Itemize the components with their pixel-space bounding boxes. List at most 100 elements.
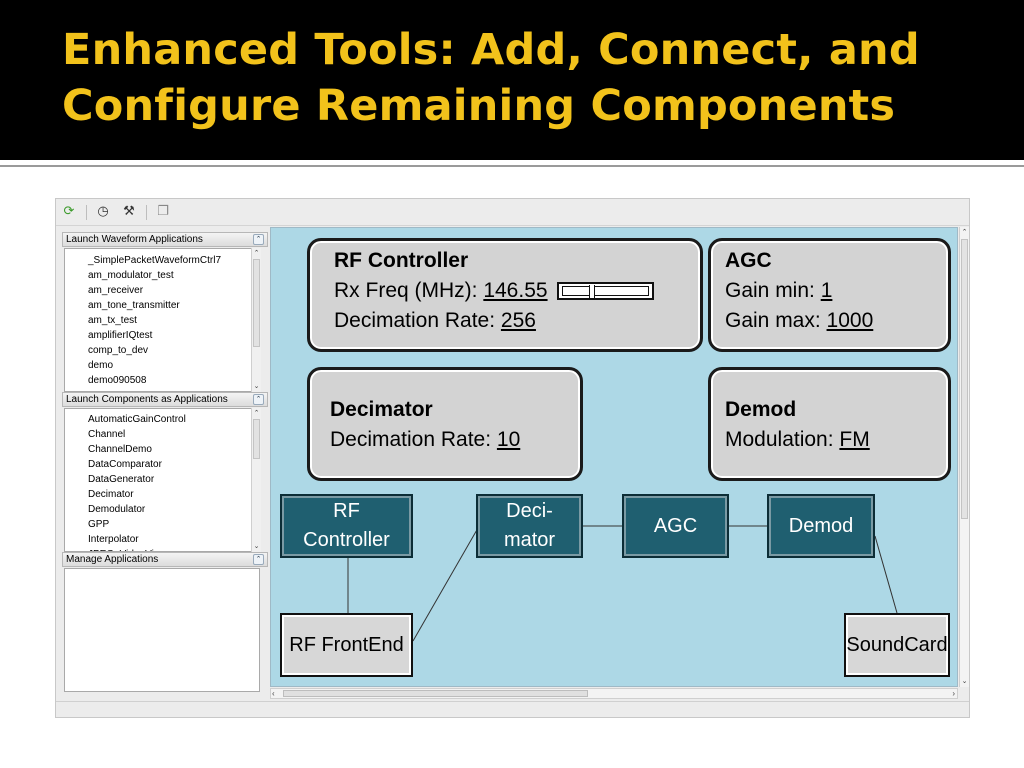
section-header-label: Launch Waveform Applications	[66, 234, 203, 245]
connection-wires	[347, 525, 898, 642]
device-label-line: RF Front	[289, 633, 369, 656]
gain-max-row: Gain max: 1000	[725, 306, 934, 336]
scroll-up-icon[interactable]: ⌃	[253, 250, 260, 257]
component-label-line: mator	[503, 529, 556, 551]
list-item[interactable]: Channel	[88, 429, 126, 440]
decimator-properties[interactable]: Decimator Decimation Rate: 10	[307, 367, 583, 481]
property-title: Demod	[725, 398, 797, 421]
waveform-tool-window: ⟳ ◷ ⚒ ❐ Launch Waveform Applications ⌃ _…	[55, 198, 970, 718]
component-label-line: Demod	[788, 514, 854, 537]
agc-component[interactable]: AGC	[622, 494, 729, 558]
list-item[interactable]: ChannelDemo	[88, 444, 152, 455]
list-item[interactable]: DataGenerator	[88, 474, 155, 485]
agc-properties[interactable]: AGC Gain min: 1 Gain max: 1000	[708, 238, 951, 352]
decimation-rate-row: Decimation Rate: 256	[334, 306, 686, 336]
slide-title-line-2: Configure Remaining Components	[62, 81, 896, 131]
decimator-component[interactable]: Deci-mator	[476, 494, 583, 558]
section-header-label: Launch Components as Applications	[66, 394, 228, 405]
decimation-rate-label: Decimation Rate:	[330, 428, 497, 451]
section-header-waveforms[interactable]: Launch Waveform Applications ⌃	[62, 232, 268, 247]
waveform-canvas[interactable]: RF Controller Rx Freq (MHz): 146.55 Deci…	[270, 227, 958, 687]
decimation-rate-row: Decimation Rate: 10	[330, 425, 566, 455]
list-item[interactable]: demo	[88, 360, 114, 371]
section-header-label: Manage Applications	[66, 554, 159, 565]
waveform-list-scrollbar[interactable]: ⌃ ⌄	[251, 248, 261, 392]
property-title: AGC	[725, 249, 772, 272]
section-header-manage[interactable]: Manage Applications ⌃	[62, 552, 268, 567]
device-label-line: End	[368, 633, 404, 656]
rf-controller-properties[interactable]: RF Controller Rx Freq (MHz): 146.55 Deci…	[307, 238, 703, 352]
managed-applications-list[interactable]	[64, 568, 260, 692]
scroll-down-icon[interactable]: ⌄	[961, 678, 968, 685]
component-label-line: RF	[333, 500, 360, 522]
collapse-icon[interactable]: ⌃	[253, 554, 264, 565]
list-item[interactable]: comp_to_dev	[88, 345, 149, 356]
canvas-horizontal-scrollbar[interactable]: ‹ ›	[270, 688, 958, 699]
rf-front-end-device[interactable]: RF FrontEnd	[280, 613, 413, 677]
component-label-line: AGC	[653, 514, 698, 537]
modulation-value[interactable]: FM	[839, 428, 870, 451]
scroll-right-icon[interactable]: ›	[952, 689, 955, 698]
component-label-line: Deci-	[506, 500, 553, 522]
toolbar: ⟳ ◷ ⚒ ❐	[56, 199, 969, 226]
list-item[interactable]: Decimator	[88, 489, 134, 500]
waveform-list[interactable]: _SimplePacketWaveformCtrl7 am_modulator_t…	[64, 248, 260, 392]
tools-icon[interactable]: ⚒	[123, 204, 135, 219]
property-title: Decimator	[330, 398, 433, 421]
scroll-up-icon[interactable]: ⌃	[253, 410, 260, 417]
scroll-thumb[interactable]	[961, 239, 968, 519]
list-item[interactable]: demo090508	[88, 375, 147, 386]
wire-demod-to-sound-card	[874, 535, 898, 614]
rx-freq-label: Rx Freq (MHz):	[334, 279, 484, 302]
device-label-line: Sound	[846, 633, 905, 656]
sound-card-device[interactable]: SoundCard	[844, 613, 950, 677]
toolbar-separator	[86, 205, 87, 220]
demod-properties[interactable]: Demod Modulation: FM	[708, 367, 951, 481]
gain-max-label: Gain max:	[725, 309, 827, 332]
windows-icon[interactable]: ❐	[157, 204, 169, 219]
left-panel: Launch Waveform Applications ⌃ _SimplePa…	[62, 230, 268, 692]
list-item[interactable]: Demodulator	[88, 504, 146, 515]
list-item[interactable]: am_tx_test	[88, 315, 137, 326]
scroll-down-icon[interactable]: ⌄	[253, 383, 260, 390]
list-item[interactable]: amplifierIQtest	[88, 330, 153, 341]
refresh-icon[interactable]: ⟳	[63, 204, 75, 219]
title-divider	[0, 165, 1024, 167]
wire-rf-front-end-to-decimator	[412, 527, 479, 642]
gain-max-value[interactable]: 1000	[826, 309, 874, 332]
list-item[interactable]: JPEG_VideoViewer	[65, 547, 259, 551]
rx-freq-value[interactable]: 146.55	[483, 279, 548, 302]
collapse-icon[interactable]: ⌃	[253, 234, 264, 245]
rx-freq-row: Rx Freq (MHz): 146.55	[334, 276, 686, 306]
list-item[interactable]: am_receiver	[88, 285, 144, 296]
clock-icon[interactable]: ◷	[97, 204, 109, 219]
scroll-down-icon[interactable]: ⌄	[253, 543, 260, 550]
decimation-rate-value[interactable]: 10	[496, 428, 521, 451]
list-item[interactable]: GPP	[88, 519, 110, 530]
slider-thumb[interactable]	[589, 285, 596, 299]
slide-title-line-1: Enhanced Tools: Add, Connect, and	[62, 25, 920, 75]
rx-freq-slider[interactable]	[557, 282, 655, 301]
toolbar-separator	[146, 205, 147, 220]
list-item[interactable]: _SimplePacketWaveformCtrl7	[88, 255, 222, 266]
list-item[interactable]: Interpolator	[88, 534, 139, 545]
gain-min-value[interactable]: 1	[820, 279, 833, 302]
section-header-components[interactable]: Launch Components as Applications ⌃	[62, 392, 268, 407]
decimation-rate-value[interactable]: 256	[500, 309, 536, 332]
list-item[interactable]: AutomaticGainControl	[88, 414, 186, 425]
modulation-row: Modulation: FM	[725, 425, 934, 455]
demod-component[interactable]: Demod	[767, 494, 875, 558]
scroll-thumb[interactable]	[283, 690, 588, 697]
collapse-icon[interactable]: ⌃	[253, 394, 264, 405]
scroll-thumb[interactable]	[253, 259, 260, 347]
canvas-vertical-scrollbar[interactable]: ⌃ ⌄	[959, 227, 969, 687]
scroll-left-icon[interactable]: ‹	[272, 689, 275, 698]
list-item[interactable]: am_tone_transmitter	[88, 300, 180, 311]
list-item[interactable]: am_modulator_test	[88, 270, 174, 281]
component-list-scrollbar[interactable]: ⌃ ⌄	[251, 408, 261, 552]
scroll-up-icon[interactable]: ⌃	[961, 229, 968, 236]
scroll-thumb[interactable]	[253, 419, 260, 459]
list-item[interactable]: DataComparator	[88, 459, 162, 470]
